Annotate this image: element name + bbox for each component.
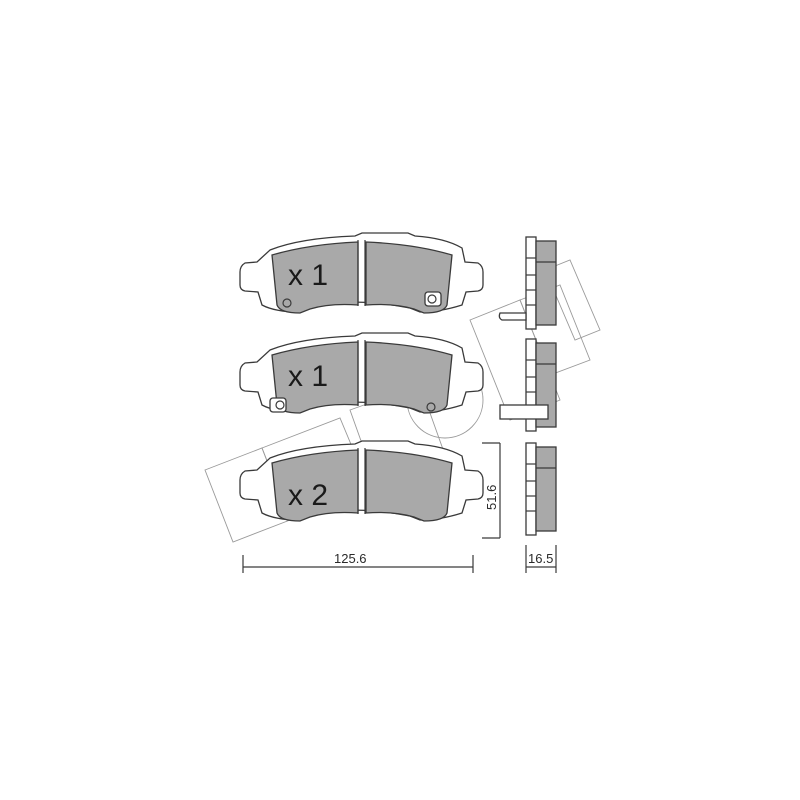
thickness-dimension: 16.5 [525,545,557,573]
width-label: 125.6 [334,551,367,566]
side-view-2 [499,338,557,432]
thickness-label: 16.5 [528,551,553,566]
side-view-3 [525,442,557,536]
brake-pad-3: x 2 [239,440,484,522]
width-dimension: 125.6 [242,551,474,573]
height-label: 51.6 [484,485,499,510]
brake-pad-2: x 1 [239,332,484,414]
pad-3-quantity: x 2 [288,479,328,512]
pad-2-quantity: x 1 [288,360,328,393]
height-dimension: 51.6 [482,442,501,539]
pad-1-quantity: x 1 [288,259,328,292]
side-view-1 [498,236,557,330]
brake-pad-1: x 1 [239,232,484,314]
